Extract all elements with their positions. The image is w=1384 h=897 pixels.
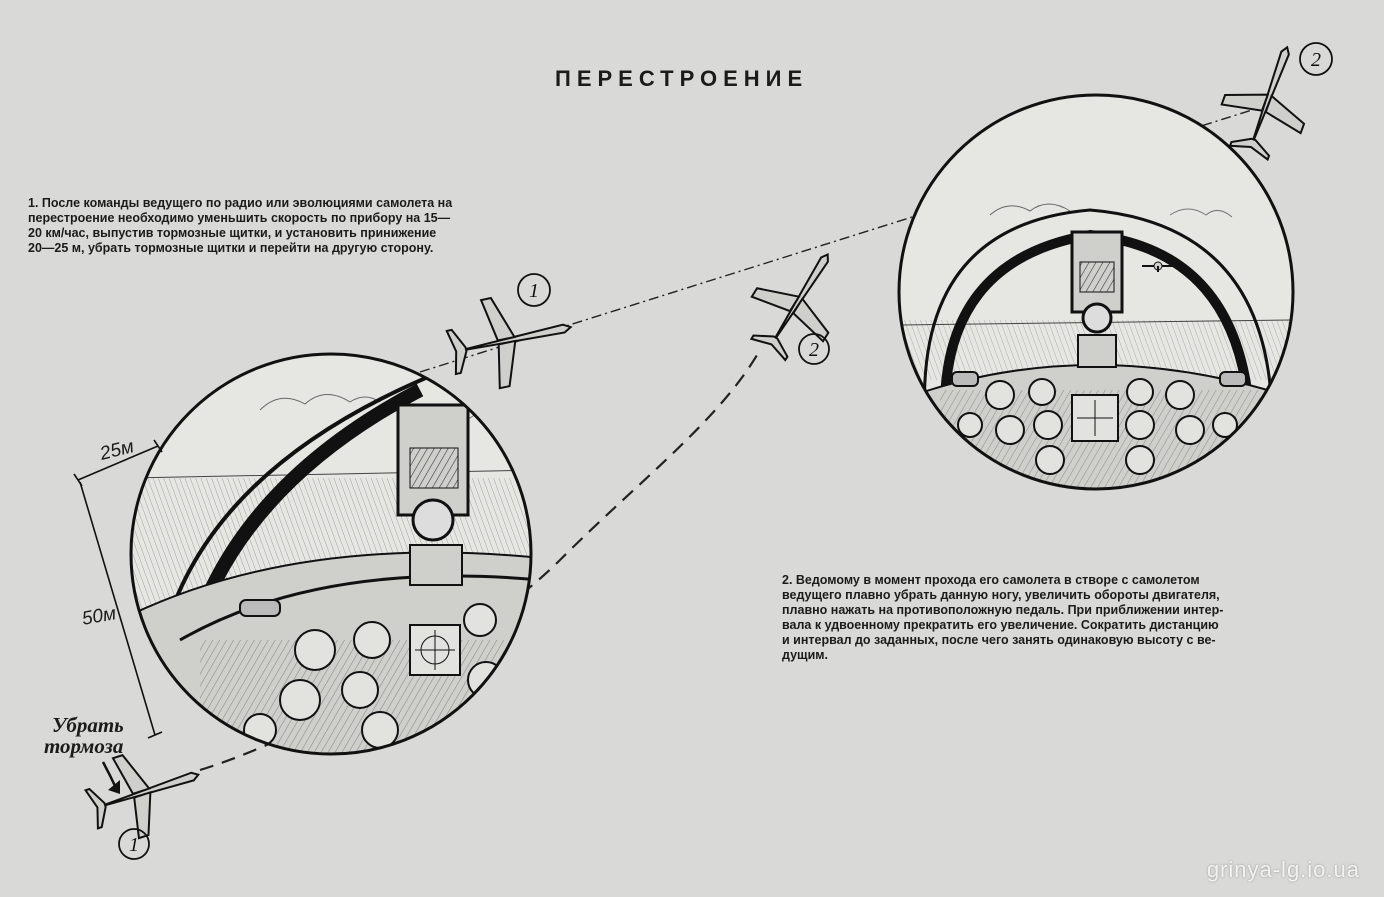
marker-plane2-upper: 2 [1311, 49, 1321, 71]
watermark: grinya-lg.io.ua [1206, 857, 1360, 882]
marker-plane2-middle: 2 [809, 339, 819, 361]
instruction-paragraph-1: 1. После команды ведущего по радио или э… [28, 196, 453, 255]
cockpit-view-left-border [129, 352, 533, 756]
brake-label-line2: тормоза [44, 734, 124, 758]
instruction-paragraph-2: 2. Ведомому в момент прохода его самолет… [782, 573, 1224, 662]
marker-plane1-lower: 1 [129, 834, 139, 856]
distance-markers [73, 439, 163, 739]
dashed-path-1-to-2 [199, 349, 761, 772]
marker-circle-plane2-middle [798, 333, 830, 365]
cockpit-view-left [131, 354, 531, 754]
distance-50-line [79, 481, 156, 736]
cockpit-view-right [899, 95, 1293, 489]
aircraft-2-upper [1220, 45, 1306, 162]
marker-plane1-upper: 1 [529, 280, 539, 302]
aircraft-2-middle [749, 252, 830, 362]
aircraft-1-lower [83, 753, 200, 840]
page-title: ПЕРЕСТРОЕНИЕ [555, 66, 809, 91]
marker-circles [118, 42, 1333, 860]
marker-circle-plane2-upper [1299, 42, 1333, 76]
cockpit-view-right-border [897, 93, 1295, 491]
brake-label-line1: Убрать [52, 713, 124, 737]
marker-circle-plane1-upper [517, 273, 551, 307]
brake-arrow-icon [101, 761, 120, 794]
marker-circle-plane1-lower [118, 828, 150, 860]
aircraft-1-upper [445, 296, 573, 390]
distance-25-line [77, 445, 159, 481]
